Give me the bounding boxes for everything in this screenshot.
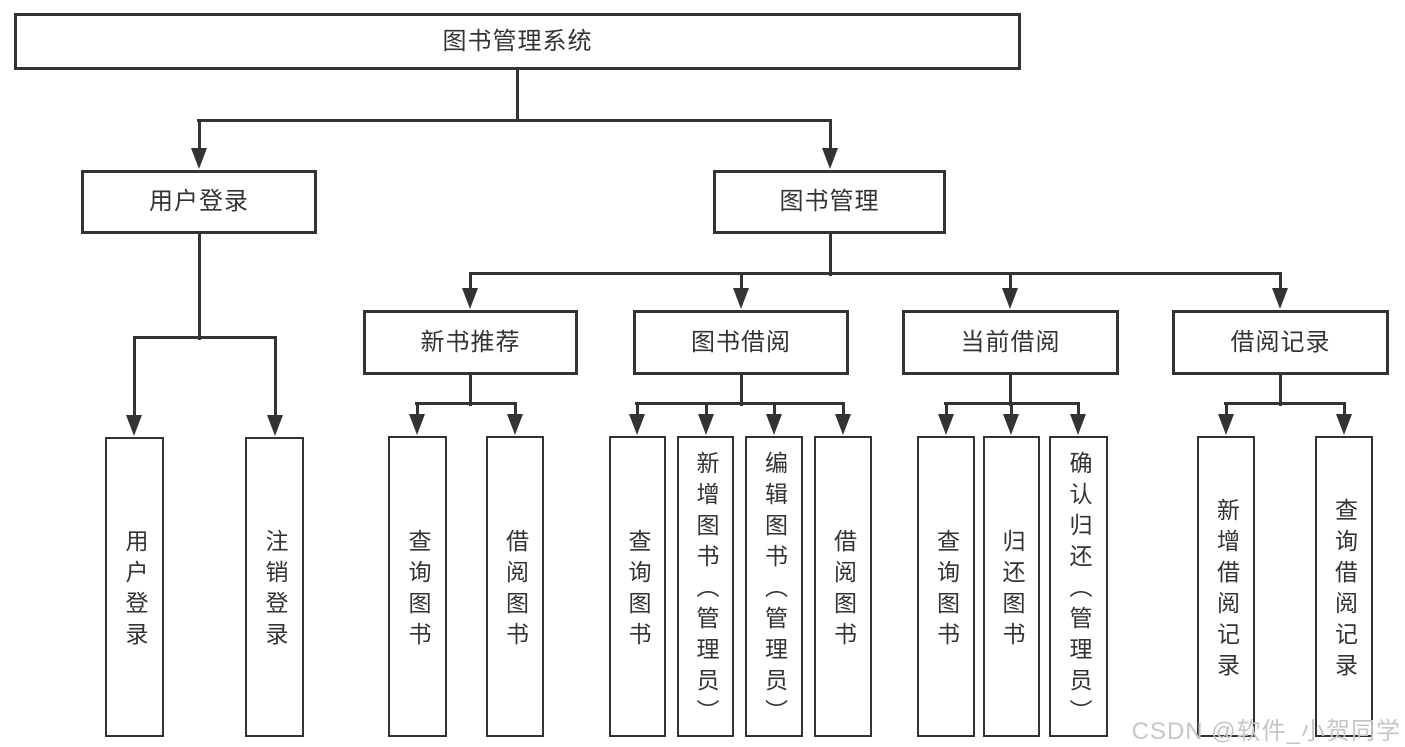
connector-line bbox=[469, 271, 1282, 275]
arrow-shaft bbox=[772, 403, 776, 417]
node-label-bb-borrow-book: 借阅图书 bbox=[830, 528, 857, 653]
arrow-down-icon bbox=[1070, 414, 1086, 435]
node-label-book-mgmt: 图书管理 bbox=[779, 188, 880, 215]
node-cb-confirm: 确认归还（管理员） bbox=[1049, 436, 1108, 737]
arrow-shaft bbox=[1009, 403, 1013, 417]
node-label-current-borrow: 当前借阅 bbox=[960, 328, 1061, 356]
arrow-shaft bbox=[468, 273, 472, 291]
node-user-login: 用户登录 bbox=[81, 170, 317, 234]
node-rec-borrow-book: 借阅图书 bbox=[486, 436, 544, 737]
node-label-cb-return-book: 归还图书 bbox=[999, 528, 1025, 653]
node-label-user-login: 用户登录 bbox=[149, 188, 249, 215]
connector-line bbox=[133, 335, 277, 339]
node-label-root: 图书管理系统 bbox=[442, 27, 593, 55]
connector-line bbox=[1008, 373, 1012, 406]
arrow-shaft bbox=[944, 403, 948, 417]
node-label-bb-add-book: 新增图书（管理员） bbox=[693, 451, 719, 730]
node-label-book-borrow: 图书借阅 bbox=[691, 328, 791, 356]
node-logout-leaf: 注销登录 bbox=[245, 437, 304, 737]
connector-line bbox=[197, 232, 201, 340]
arrow-down-icon bbox=[1218, 414, 1234, 435]
arrow-shaft bbox=[1342, 403, 1346, 417]
arrow-down-icon bbox=[462, 288, 478, 309]
arrow-shaft bbox=[1278, 273, 1282, 291]
arrow-down-icon bbox=[507, 414, 523, 435]
node-label-rec-borrow-book: 借阅图书 bbox=[502, 528, 529, 653]
node-br-query-record: 查询借阅记录 bbox=[1315, 436, 1373, 737]
arrow-shaft bbox=[828, 120, 832, 151]
node-label-cb-query-book: 查询图书 bbox=[933, 528, 960, 653]
node-bb-query-book: 查询图书 bbox=[609, 436, 666, 737]
arrow-down-icon bbox=[1272, 288, 1288, 309]
node-rec-query-book: 查询图书 bbox=[388, 436, 447, 737]
node-label-rec-query-book: 查询图书 bbox=[405, 528, 431, 653]
node-cb-return-book: 归还图书 bbox=[983, 436, 1040, 737]
node-new-book-rec: 新书推荐 bbox=[363, 310, 578, 375]
arrow-down-icon bbox=[126, 415, 142, 436]
arrow-down-icon bbox=[698, 414, 714, 435]
node-current-borrow: 当前借阅 bbox=[902, 310, 1119, 375]
connector-line bbox=[739, 373, 743, 406]
arrow-down-icon bbox=[835, 414, 851, 435]
node-label-cb-confirm: 确认归还（管理员） bbox=[1066, 451, 1092, 730]
arrow-down-icon bbox=[1336, 414, 1352, 435]
connector-line bbox=[828, 232, 832, 276]
arrow-down-icon bbox=[191, 148, 207, 169]
node-book-borrow: 图书借阅 bbox=[633, 310, 849, 375]
arrow-down-icon bbox=[1002, 288, 1018, 309]
arrow-down-icon bbox=[267, 415, 283, 436]
node-label-login-leaf: 用户登录 bbox=[122, 529, 148, 653]
connector-line bbox=[1224, 401, 1346, 405]
node-br-add-record: 新增借阅记录 bbox=[1197, 436, 1255, 737]
node-label-logout-leaf: 注销登录 bbox=[262, 529, 288, 653]
arrow-shaft bbox=[704, 403, 708, 417]
arrow-down-icon bbox=[629, 414, 645, 435]
arrow-shaft bbox=[513, 403, 517, 417]
arrow-down-icon bbox=[766, 414, 782, 435]
connector-line bbox=[415, 401, 517, 405]
connector-line bbox=[1278, 373, 1282, 406]
node-label-new-book-rec: 新书推荐 bbox=[420, 328, 521, 356]
connector-line bbox=[197, 118, 832, 122]
node-label-bb-edit-book: 编辑图书（管理员） bbox=[761, 451, 788, 730]
connector-line bbox=[515, 70, 519, 122]
node-cb-query-book: 查询图书 bbox=[917, 436, 975, 737]
arrow-shaft bbox=[739, 273, 743, 291]
node-label-br-query-record: 查询借阅记录 bbox=[1331, 497, 1358, 684]
node-book-mgmt: 图书管理 bbox=[713, 170, 946, 234]
arrow-shaft bbox=[1008, 273, 1012, 291]
node-bb-borrow-book: 借阅图书 bbox=[814, 436, 872, 737]
arrow-shaft bbox=[415, 403, 419, 417]
node-borrow-record: 借阅记录 bbox=[1172, 310, 1389, 375]
node-label-bb-query-book: 查询图书 bbox=[625, 528, 651, 653]
connector-line bbox=[635, 401, 845, 405]
arrow-down-icon bbox=[409, 414, 425, 435]
watermark: CSDN @软件_小贺同学 bbox=[1131, 718, 1401, 745]
arrow-down-icon bbox=[938, 414, 954, 435]
arrow-shaft bbox=[1076, 403, 1080, 417]
arrow-down-icon bbox=[1003, 414, 1019, 435]
node-root: 图书管理系统 bbox=[14, 13, 1021, 70]
node-bb-edit-book: 编辑图书（管理员） bbox=[745, 436, 803, 737]
arrow-shaft bbox=[841, 403, 845, 417]
node-login-leaf: 用户登录 bbox=[105, 437, 164, 737]
arrow-down-icon bbox=[822, 148, 838, 169]
arrow-shaft bbox=[273, 337, 277, 418]
arrow-down-icon bbox=[733, 288, 749, 309]
connector-line bbox=[468, 373, 472, 406]
node-label-borrow-record: 借阅记录 bbox=[1230, 328, 1331, 356]
node-bb-add-book: 新增图书（管理员） bbox=[677, 436, 734, 737]
arrow-shaft bbox=[1224, 403, 1228, 417]
arrow-shaft bbox=[132, 337, 136, 418]
node-label-br-add-record: 新增借阅记录 bbox=[1213, 497, 1240, 684]
arrow-shaft bbox=[197, 120, 201, 151]
arrow-shaft bbox=[635, 403, 639, 417]
